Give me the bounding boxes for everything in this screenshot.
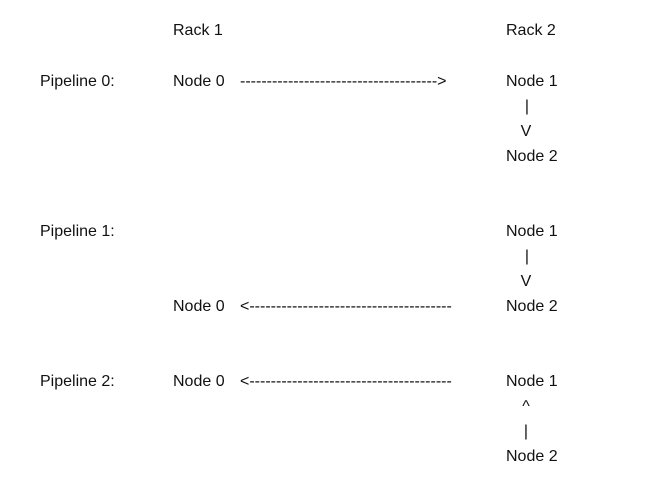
pipeline-0-label: Pipeline 0: xyxy=(40,73,115,90)
pipeline-0-rack2-bottom-node: Node 2 xyxy=(506,148,558,165)
pipeline-0-rack2-top-node: Node 1 xyxy=(506,73,558,90)
pipeline-0-arrow: -------------------------------------> xyxy=(240,73,447,90)
pipeline-1-rack2-bottom-node: Node 2 xyxy=(506,298,558,315)
pipeline-2-rack2-bottom-node: Node 2 xyxy=(506,448,558,465)
pipeline-2-vertical-bar: | xyxy=(523,423,529,440)
pipeline-2-arrow: <-------------------------------------- xyxy=(240,373,452,390)
pipeline-2-rack1-node: Node 0 xyxy=(173,373,225,390)
pipeline-0-rack1-node: Node 0 xyxy=(173,73,225,90)
rack-2-header: Rack 2 xyxy=(506,22,556,39)
pipeline-1-rack1-node: Node 0 xyxy=(173,298,225,315)
pipeline-2-up-arrowhead: ^ xyxy=(522,398,530,415)
pipeline-1-arrow: <-------------------------------------- xyxy=(240,298,452,315)
rack-1-header: Rack 1 xyxy=(173,22,223,39)
pipeline-2-rack2-top-node: Node 1 xyxy=(506,373,558,390)
pipeline-2-label: Pipeline 2: xyxy=(40,373,115,390)
pipeline-1-label: Pipeline 1: xyxy=(40,223,115,240)
pipeline-0-vertical-bar: | xyxy=(524,98,530,115)
pipeline-1-vertical-bar: | xyxy=(524,248,530,265)
pipeline-1-down-arrowhead: V xyxy=(520,273,532,290)
pipeline-1-rack2-top-node: Node 1 xyxy=(506,223,558,240)
pipeline-0-down-arrowhead: V xyxy=(520,123,532,140)
